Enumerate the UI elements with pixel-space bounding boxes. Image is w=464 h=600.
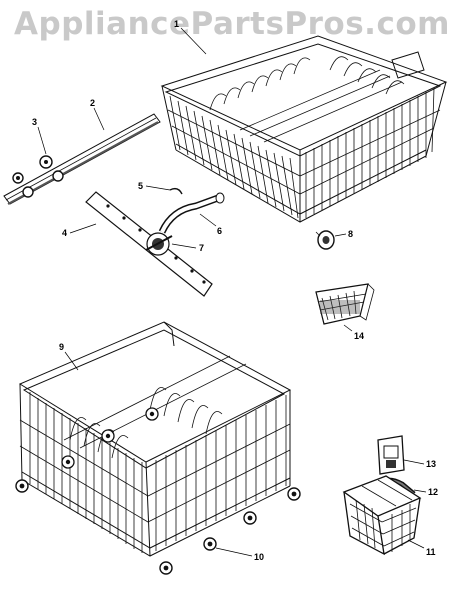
accessory-basket[interactable] xyxy=(315,283,375,325)
leader-line xyxy=(64,351,79,371)
rack-wheel[interactable] xyxy=(315,230,335,250)
spray-tube[interactable] xyxy=(158,192,225,234)
basket-cover[interactable] xyxy=(377,435,405,475)
callout-5: 5 xyxy=(138,181,143,191)
lower-rack-wheels[interactable] xyxy=(15,479,301,575)
leader-line xyxy=(69,223,97,234)
spray-arm-nut[interactable] xyxy=(145,232,173,256)
leader-line xyxy=(403,459,425,465)
leader-line xyxy=(407,539,425,549)
tube-clip[interactable] xyxy=(169,187,183,195)
callout-8: 8 xyxy=(348,229,353,239)
leader-line xyxy=(171,243,197,249)
callout-2: 2 xyxy=(90,98,95,108)
upper-rack[interactable] xyxy=(160,35,448,223)
callout-14: 14 xyxy=(354,331,364,341)
callout-4: 4 xyxy=(62,228,67,238)
leader-line xyxy=(413,489,427,493)
leader-line xyxy=(93,107,105,131)
callout-9: 9 xyxy=(59,342,64,352)
silverware-basket[interactable] xyxy=(342,475,422,556)
leader-line xyxy=(199,213,217,227)
leader-line xyxy=(343,324,353,332)
callout-7: 7 xyxy=(199,243,204,253)
leader-line xyxy=(334,233,347,237)
leader-line xyxy=(215,547,253,557)
leader-line xyxy=(180,27,207,55)
callout-10: 10 xyxy=(254,552,264,562)
callout-6: 6 xyxy=(217,226,222,236)
callout-11: 11 xyxy=(426,547,436,557)
watermark-logo: AppliancePartsPros.com xyxy=(14,6,450,42)
track-rollers[interactable] xyxy=(12,155,64,198)
callout-1: 1 xyxy=(174,19,179,29)
leader-line xyxy=(145,185,171,191)
callout-13: 13 xyxy=(426,459,436,469)
callout-3: 3 xyxy=(32,117,37,127)
lower-rack[interactable] xyxy=(18,321,292,557)
callout-12: 12 xyxy=(428,487,438,497)
leader-line xyxy=(37,126,47,155)
